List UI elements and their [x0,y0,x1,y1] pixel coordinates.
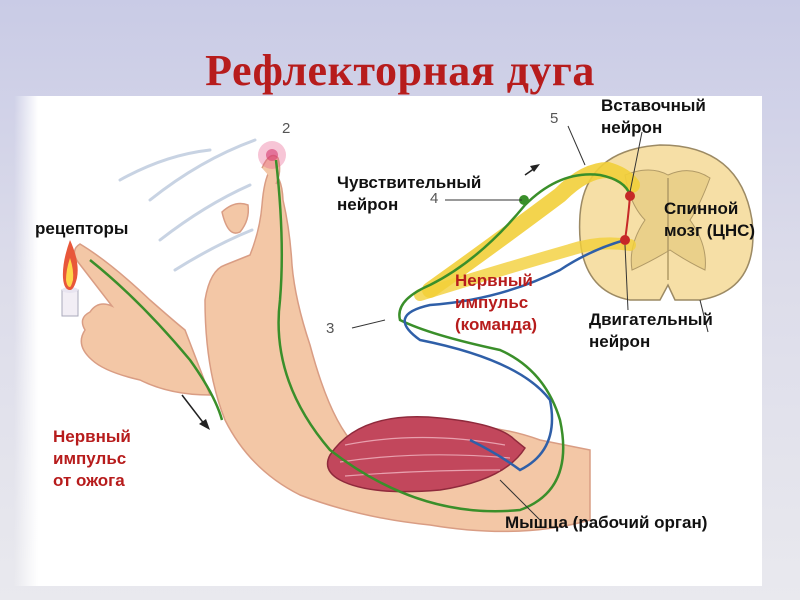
muscle [326,416,526,493]
label-impulse-command-line1: Нервный [455,271,533,290]
sensory-neuron-body [519,195,529,205]
pointing-hand [73,243,212,396]
label-impulse-command-line3: (команда) [455,315,538,334]
burn-spot [266,149,278,161]
label-motor-neuron-line2: нейрон [589,332,651,351]
label-impulse-command-line2: импульс [455,293,529,312]
slide-title: Рефлекторная дуга [205,46,595,96]
label-receptors: рецепторы [35,219,129,238]
candle [61,240,79,317]
label-spinal-cord: Спинной мозг (ЦНС) [664,198,755,242]
label-impulse-burn: Нервный импульс от ожога [53,426,131,492]
sensory-nerve [89,259,224,421]
label-motor-neuron: Двигательный нейрон [589,309,713,353]
label-interneuron-line2: нейрон [601,118,663,137]
leader-lines [351,125,709,521]
number-4: 4 [430,190,439,207]
label-impulse-command: Нервный импульс (команда) [455,270,537,336]
sensory-nerve-arm [274,159,632,513]
number-3: 3 [326,320,335,337]
label-muscle: Мышца (рабочий орган) [505,513,708,532]
sensory-root [422,161,640,298]
panel-edge-fade [14,96,38,586]
label-motor-neuron-line1: Двигательный [589,310,713,329]
label-sensory-neuron-line2: нейрон [337,195,399,214]
label-interneuron: Вставочный нейрон [601,95,706,139]
motor-nerve [403,238,626,472]
label-spinal-cord-line2: мозг (ЦНС) [664,221,756,240]
motion-lines [118,138,257,272]
impulse-arrows [181,164,540,430]
label-sensory-neuron-line1: Чувствительный [337,173,482,192]
label-impulse-burn-line2: импульс [53,449,127,468]
number-2: 2 [282,120,291,137]
label-impulse-burn-line1: Нервный [53,427,131,446]
motor-root [414,237,636,301]
label-interneuron-line1: Вставочный [601,96,706,115]
interneuron-link [624,195,631,241]
label-sensory-neuron: Чувствительный нейрон [337,172,481,216]
number-5: 5 [550,110,559,127]
label-impulse-burn-line3: от ожога [53,471,125,490]
label-spinal-cord-line1: Спинной [664,199,739,218]
